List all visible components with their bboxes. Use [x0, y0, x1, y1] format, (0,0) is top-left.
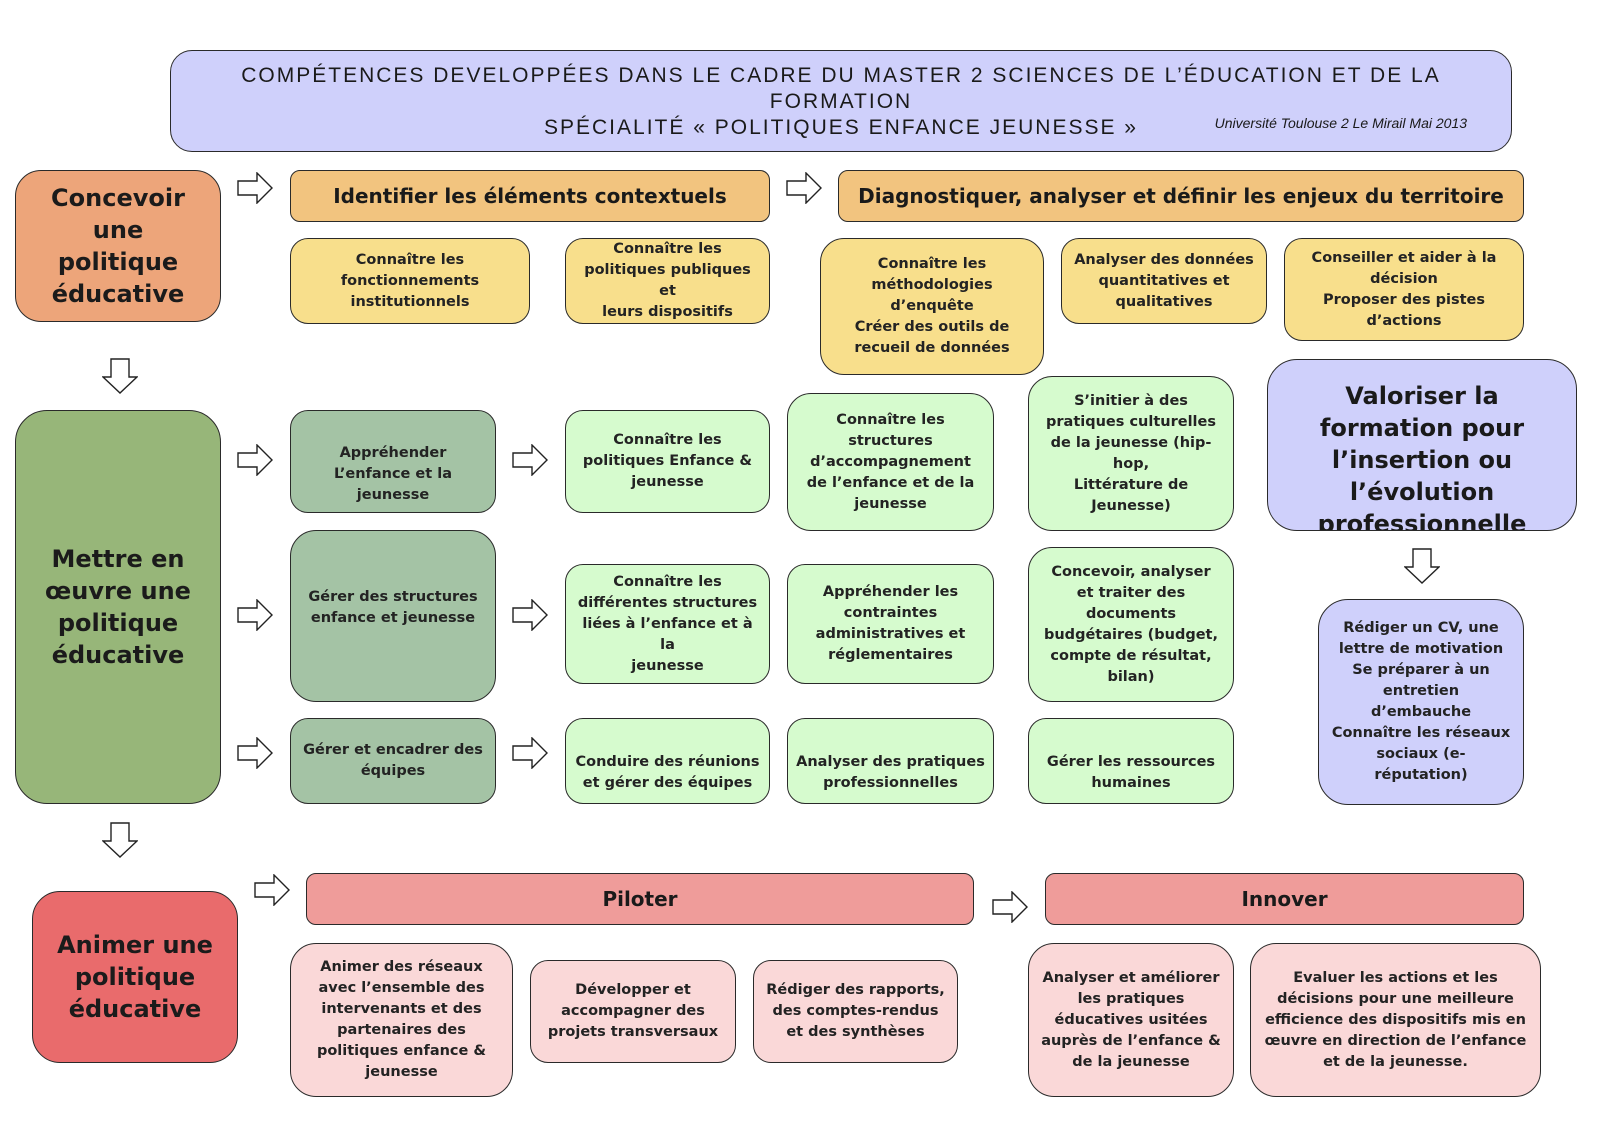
mettre-row2-item-3: Concevoir, analyser et traiter des docum… — [1028, 547, 1234, 702]
mettre-row3-item-3: Gérer les ressources humaines — [1028, 718, 1234, 804]
mettre-row1-item-2: Connaître les structures d’accompagnemen… — [787, 393, 994, 531]
concevoir-item-2: Connaître les politiques publiques et le… — [565, 238, 770, 324]
arrow-right-icon — [237, 444, 273, 476]
piloter-item-1: Animer des réseaux avec l’ensemble des i… — [290, 943, 513, 1097]
gerer-equipes-box: Gérer et encadrer des équipes — [290, 718, 496, 804]
mettre-row1-item-1: Connaître les politiques Enfance & jeune… — [565, 410, 770, 513]
header-title-line2: SPÉCIALITÉ « POLITIQUES ENFANCE JEUNESSE… — [544, 116, 1138, 139]
concevoir-item-5: Conseiller et aider à la décision Propos… — [1284, 238, 1524, 341]
arrow-down-icon — [102, 358, 138, 394]
header-banner: COMPÉTENCES DEVELOPPÉES DANS LE CADRE DU… — [170, 50, 1512, 152]
animer-box: Animer une politique éducative — [32, 891, 238, 1063]
arrow-right-icon — [237, 737, 273, 769]
piloter-item-2: Développer et accompagner des projets tr… — [530, 960, 736, 1063]
concevoir-box: Concevoir une politique éducative — [15, 170, 221, 322]
diagnostiquer-box: Diagnostiquer, analyser et définir les e… — [838, 170, 1524, 222]
arrow-down-icon — [102, 822, 138, 858]
arrow-right-icon — [992, 891, 1028, 923]
innover-item-2: Evaluer les actions et les décisions pou… — [1250, 943, 1541, 1097]
mettre-row2-item-1: Connaître les différentes structures lié… — [565, 564, 770, 684]
innover-item-1: Analyser et améliorer les pratiques éduc… — [1028, 943, 1234, 1097]
gerer-structures-box: Gérer des structures enfance et jeunesse — [290, 530, 496, 702]
identifier-box: Identifier les éléments contextuels — [290, 170, 770, 222]
header-title-line1: COMPÉTENCES DEVELOPPÉES DANS LE CADRE DU… — [241, 64, 1441, 113]
mettre-row1-item-3: S’initier à des pratiques culturelles de… — [1028, 376, 1234, 531]
innover-box: Innover — [1045, 873, 1524, 925]
arrow-right-icon — [512, 444, 548, 476]
piloter-item-3: Rédiger des rapports, des comptes-rendus… — [753, 960, 958, 1063]
mettre-row2-item-2: Appréhender les contraintes administrati… — [787, 564, 994, 684]
header-university: Université Toulouse 2 Le Mirail Mai 2013 — [1214, 115, 1467, 131]
valoriser-item: Rédiger un CV, une lettre de motivation … — [1318, 599, 1524, 805]
mettre-row3-item-2: Analyser des pratiques professionnelles — [787, 718, 994, 804]
arrow-right-icon — [237, 172, 273, 204]
arrow-right-icon — [512, 737, 548, 769]
arrow-right-icon — [254, 874, 290, 906]
concevoir-item-3: Connaître les méthodologies d’enquête Cr… — [820, 238, 1044, 375]
concevoir-item-4: Analyser des données quantitatives et qu… — [1061, 238, 1267, 324]
piloter-box: Piloter — [306, 873, 974, 925]
arrow-right-icon — [512, 599, 548, 631]
valoriser-box: Valoriser la formation pour l’insertion … — [1267, 359, 1577, 531]
mettre-row3-item-1: Conduire des réunions et gérer des équip… — [565, 718, 770, 804]
apprehender-jeunesse-box: Appréhender L’enfance et la jeunesse — [290, 410, 496, 513]
mettre-box: Mettre en œuvre une politique éducative — [15, 410, 221, 804]
arrow-right-icon — [237, 599, 273, 631]
arrow-down-icon — [1404, 548, 1440, 584]
concevoir-item-1: Connaître les fonctionnements institutio… — [290, 238, 530, 324]
arrow-right-icon — [786, 172, 822, 204]
